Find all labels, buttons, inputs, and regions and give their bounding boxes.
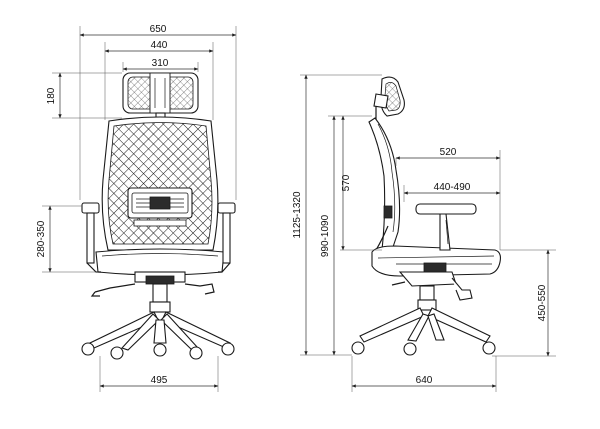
label-backrest-height: 570 — [341, 174, 352, 191]
casters-side — [351, 341, 496, 356]
gas-lift-front — [149, 283, 171, 313]
seat-front — [95, 248, 225, 276]
base-front — [89, 311, 231, 351]
headrest-front — [122, 72, 199, 122]
armrests-front — [81, 202, 236, 273]
label-overall-height: 1125-1320 — [292, 191, 303, 239]
label-backrest-total-height: 990-1090 — [320, 214, 331, 257]
front-view — [81, 72, 236, 360]
label-armrest-width: 440 — [151, 40, 168, 51]
label-overall-width: 650 — [150, 24, 167, 35]
headrest-side — [373, 76, 405, 122]
label-base-width: 495 — [151, 375, 168, 386]
label-base-depth: 640 — [416, 375, 433, 386]
backrest-side — [368, 117, 401, 251]
dimension-lines — [42, 26, 556, 392]
label-seat-height: 450-550 — [537, 284, 548, 321]
label-headrest-height: 180 — [46, 87, 57, 104]
label-headrest-width: 310 — [152, 58, 169, 69]
backrest-front — [101, 116, 219, 251]
label-armrest-height: 280-350 — [36, 220, 47, 257]
dimension-labels: 650 440 310 180 280-350 495 1125-1320 99… — [36, 24, 548, 386]
side-view — [351, 76, 501, 356]
label-seat-depth: 520 — [440, 147, 457, 158]
base-side — [359, 307, 491, 343]
label-seat-depth-range: 440-490 — [434, 182, 471, 193]
casters-front — [81, 342, 235, 360]
mechanism-front — [90, 271, 215, 297]
mechanism-side — [391, 262, 473, 301]
armrest-side — [415, 203, 477, 251]
gas-lift-side — [417, 285, 437, 311]
